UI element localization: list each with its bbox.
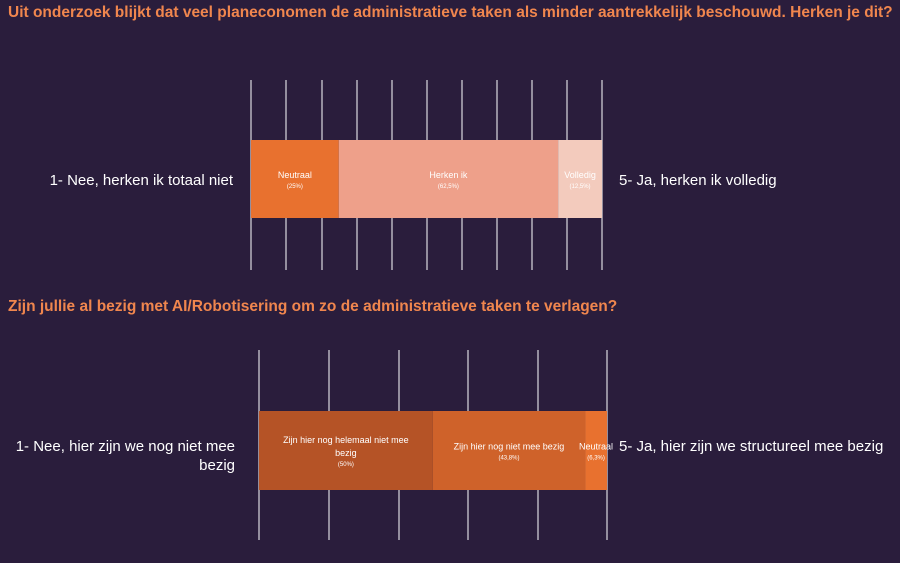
chart-2-left-label: 1- Nee, hier zijn we nog niet mee bezig (15, 438, 235, 474)
bar-segment (585, 411, 607, 490)
bar-segment (259, 411, 433, 490)
segment-name-label: Herken ik (429, 170, 468, 180)
segment-name-label: Volledig (564, 170, 596, 180)
bar-segment (558, 140, 602, 218)
segment-name-label: Neutraal (278, 170, 312, 180)
segment-name-label: Neutraal (579, 442, 613, 452)
segment-name-label: Zijn hier nog niet mee bezig (454, 442, 565, 452)
segment-value-label: (6,3%) (587, 456, 605, 462)
chart-1-right-label: 5- Ja, herken ik volledig (619, 172, 777, 189)
segment-value-label: (12,5%) (570, 184, 591, 190)
chart-2-right-label: 5- Ja, hier zijn we structureel mee bezi… (619, 438, 884, 455)
segment-value-label: (43,8%) (498, 456, 519, 462)
chart-2-title: Zijn jullie al bezig met AI/Robotisering… (8, 298, 618, 315)
segment-value-label: (50%) (338, 462, 354, 468)
chart-1-left-label: 1- Nee, herken ik totaal niet (49, 172, 233, 189)
chart-1-title: Uit onderzoek blijkt dat veel planeconom… (8, 4, 893, 21)
segment-value-label: (25%) (287, 184, 303, 190)
bar-segment (251, 140, 339, 218)
bar-segment (338, 140, 559, 218)
segment-value-label: (62,5%) (438, 184, 459, 190)
bar-segment (432, 411, 586, 490)
